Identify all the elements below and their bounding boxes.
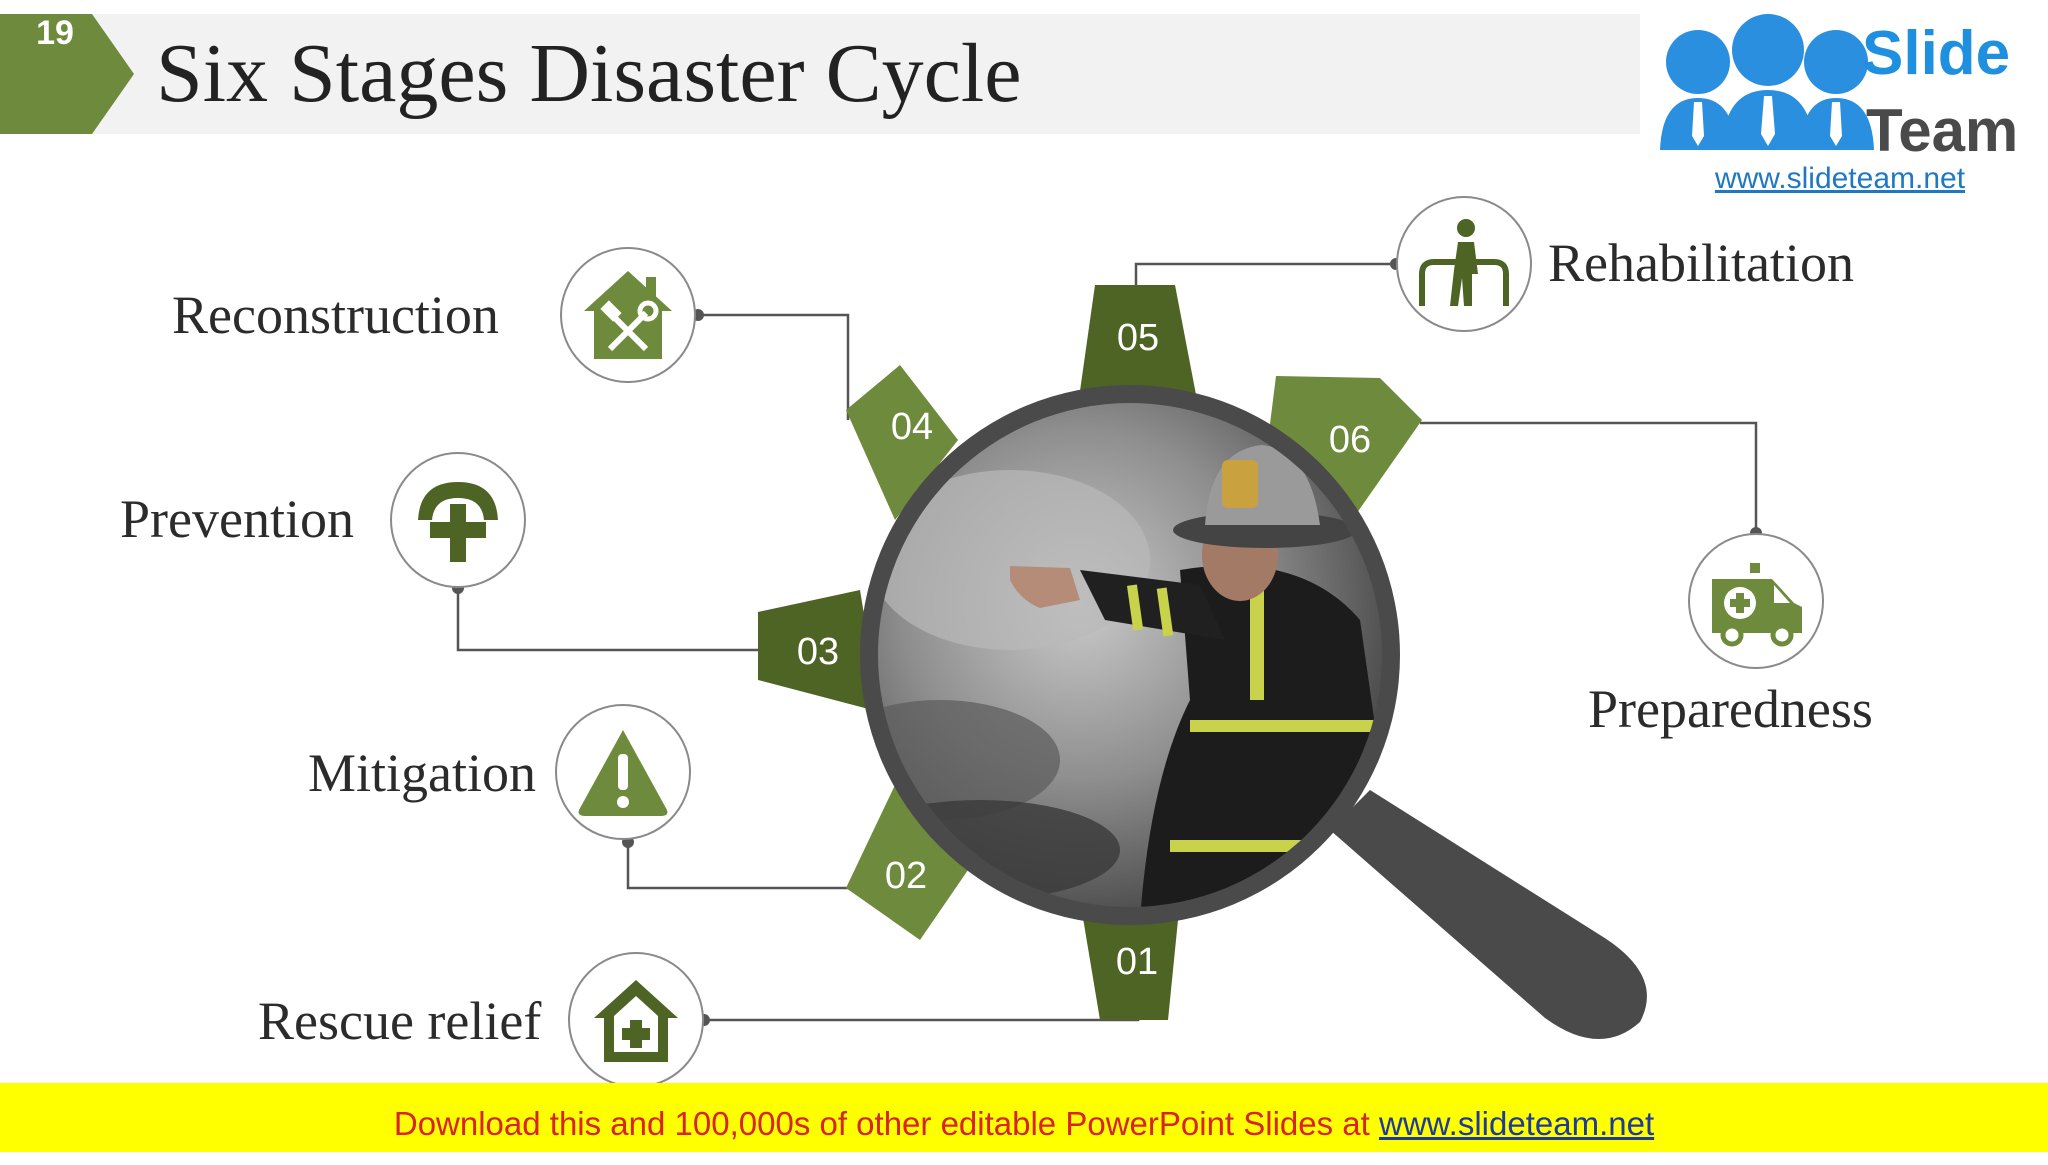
download-banner: Download this and 100,000s of other edit… [0,1083,2048,1152]
warning-triangle-icon [578,730,668,816]
slideteam-logo [1640,0,2038,196]
stage-tab-05 [1078,285,1198,405]
slide-number: 19 [36,14,74,52]
stage-label-mitigation: Mitigation [308,743,536,803]
stage-number-06: 06 [1328,419,1372,461]
logo-word-team: Team [1866,97,2019,164]
stage-number-02: 02 [884,855,928,897]
stage-tab-03 [758,590,880,712]
stage-tab-06 [1268,376,1422,520]
logo-word-slide: Slide [1862,19,2011,88]
umbrella-plus-icon [418,482,498,562]
ambulance-icon [1712,563,1802,647]
banner-link[interactable]: www.slideteam.net [1379,1105,1655,1142]
stage-number-04: 04 [890,406,934,448]
slide-title: Six Stages Disaster Cycle [156,27,1022,120]
header-bar [0,14,1640,134]
stage-tab-04 [846,365,958,520]
magnifier-handle [1330,790,1647,1040]
walker-person-icon [1419,219,1509,306]
stage-number-05: 05 [1116,317,1160,359]
stage-tab-01 [1080,900,1180,1020]
house-medical-icon [594,980,678,1062]
stage-tab-02 [846,785,968,940]
banner-text: Download this and 100,000s of other edit… [393,1105,1379,1142]
stage-number-03: 03 [796,631,840,673]
stage-number-01: 01 [1115,941,1159,983]
stage-label-rehabilitation: Rehabilitation [1548,233,1854,293]
stage-label-prevention: Prevention [120,489,354,549]
slide-number-badge [0,14,134,134]
logo-url-link[interactable]: www.slideteam.net [1714,162,1966,195]
people-logo-icon [1660,14,1874,150]
stage-label-preparedness: Preparedness [1588,679,1873,739]
gear-tabs [758,285,1422,1020]
stage-label-reconstruction: Reconstruction [172,285,499,345]
house-tools-icon [584,271,672,359]
stage-label-rescue-relief: Rescue relief [258,991,542,1051]
